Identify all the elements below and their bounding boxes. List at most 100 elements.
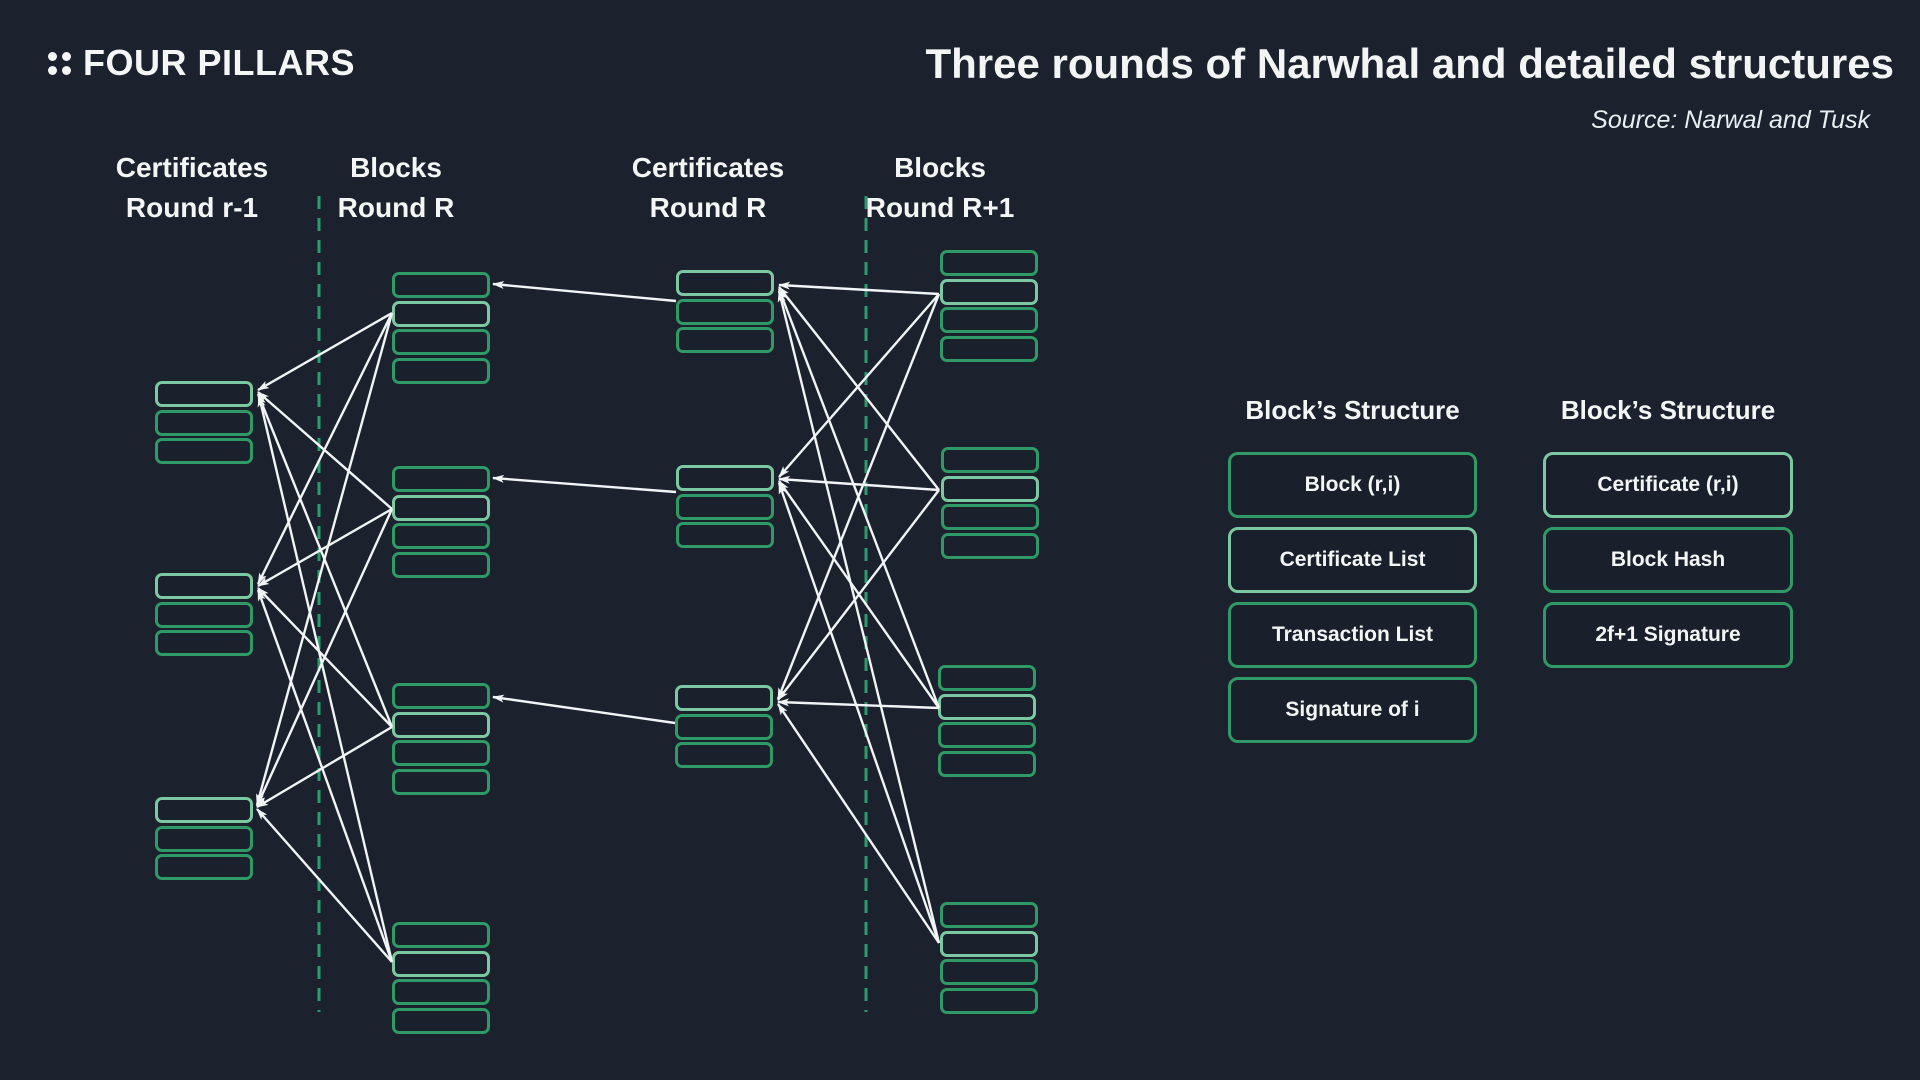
reference-arrow — [778, 480, 940, 709]
block-stack — [940, 902, 1038, 1014]
column-header-line1: Certificates — [631, 152, 785, 183]
column-header-line2: Round R — [649, 192, 767, 223]
structure-box-2f-1-signature: 2f+1 Signature — [1543, 602, 1793, 668]
certificate-box — [155, 438, 253, 464]
block-box — [940, 959, 1038, 985]
block-box — [392, 683, 490, 709]
reference-arrow — [257, 587, 393, 728]
source-note: Source: Narwal and Tusk — [1591, 106, 1870, 134]
block-box — [940, 250, 1038, 276]
certificate-box — [676, 298, 774, 325]
reference-arrow — [492, 281, 677, 303]
block-box — [392, 950, 490, 977]
certificate-stack — [676, 465, 774, 548]
structure-box-block-r-i: Block (r,i) — [1228, 452, 1477, 518]
logo-text: FOUR PILLARS — [83, 42, 355, 83]
block-stack — [392, 683, 490, 795]
block-box — [940, 902, 1038, 928]
block-box — [941, 475, 1039, 502]
certificate-stack — [155, 381, 253, 464]
block-box — [392, 979, 490, 1005]
block-box — [938, 750, 1036, 777]
certificate-box — [155, 381, 253, 407]
certificate-box — [155, 797, 253, 823]
certificate-box — [676, 270, 774, 296]
certificate-stack — [675, 685, 773, 768]
column-header-line1: Blocks — [894, 152, 986, 183]
block-box — [392, 551, 490, 578]
block-stack — [938, 665, 1036, 777]
slide-title: Three rounds of Narwhal and detailed str… — [925, 40, 1894, 87]
column-header-line2: Round r-1 — [125, 192, 259, 223]
block-box — [392, 329, 490, 355]
reference-arrow — [777, 489, 940, 701]
reference-arrow — [778, 281, 940, 296]
block-box — [938, 665, 1036, 691]
block-box — [941, 504, 1039, 530]
block-box — [392, 740, 490, 766]
structure-box-transaction-list: Transaction List — [1228, 602, 1477, 668]
reference-arrow — [257, 311, 393, 392]
block-stack — [940, 250, 1038, 362]
four-dots-icon — [48, 51, 71, 75]
reference-arrow — [256, 725, 393, 809]
reference-arrow — [777, 290, 941, 944]
structure-panel-heading: Block’s Structure — [1245, 395, 1460, 425]
reference-arrow — [256, 589, 394, 963]
reference-arrow — [777, 482, 941, 944]
block-box — [392, 768, 490, 795]
structure-panel-heading: Block’s Structure — [1560, 395, 1776, 425]
block-box — [392, 300, 490, 327]
certificate-box — [676, 465, 774, 491]
certificate-box — [675, 685, 773, 711]
reference-arrow — [256, 312, 394, 585]
block-stack — [392, 466, 490, 578]
certificate-stack — [676, 270, 774, 353]
certificate-box — [155, 854, 253, 880]
reference-arrow — [778, 293, 940, 478]
block-box — [392, 272, 490, 298]
block-stack — [392, 922, 490, 1034]
column-header-line2: Round R+1 — [865, 192, 1015, 223]
block-box — [940, 987, 1038, 1014]
certificate-stack — [155, 797, 253, 880]
certificate-box — [155, 601, 253, 628]
certificate-box — [155, 825, 253, 852]
certificate-box — [676, 327, 774, 353]
block-box — [938, 722, 1036, 748]
block-box — [392, 922, 490, 948]
certificate-box — [675, 713, 773, 740]
reference-arrow — [255, 508, 394, 807]
reference-arrow — [257, 391, 393, 510]
block-box — [392, 1007, 490, 1034]
block-box — [940, 278, 1038, 305]
block-box — [940, 307, 1038, 333]
block-box — [392, 523, 490, 549]
certificate-box — [675, 742, 773, 768]
block-box — [941, 447, 1039, 473]
reference-arrow — [778, 286, 940, 491]
reference-arrow — [256, 808, 393, 963]
reference-arrow — [777, 703, 940, 944]
block-box — [938, 693, 1036, 720]
structure-box-signature-of-i: Signature of i — [1228, 677, 1477, 743]
certificate-box — [155, 409, 253, 436]
reference-arrow — [776, 293, 941, 700]
reference-arrow — [255, 312, 394, 806]
reference-arrow — [777, 288, 941, 709]
block-stack — [392, 272, 490, 384]
block-box — [940, 930, 1038, 957]
reference-arrow — [777, 698, 940, 710]
structure-box-block-hash: Block Hash — [1543, 527, 1793, 593]
column-header-line1: Certificates — [115, 152, 269, 183]
reference-arrow — [492, 474, 677, 494]
column-header-line2: Round R — [337, 192, 455, 223]
structure-box-certificate-r-i: Certificate (r,i) — [1543, 452, 1793, 518]
block-box — [940, 335, 1038, 362]
reference-arrow — [257, 395, 394, 963]
certificate-box — [155, 573, 253, 599]
